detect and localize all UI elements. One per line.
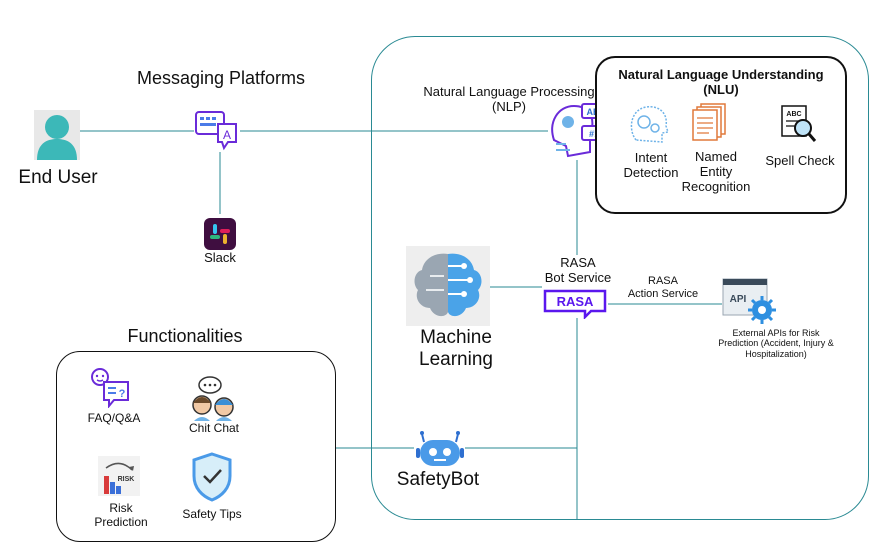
chit-chat-label: Chit Chat [188, 421, 240, 435]
rasa-line2: Bot Service [544, 269, 612, 285]
api-line3: Hospitalization) [745, 348, 807, 359]
nlu-title-line1: Natural Language Understanding [618, 67, 824, 82]
api-badge-text: API [730, 294, 747, 305]
ner-line3: Recognition [681, 178, 751, 194]
risk-prediction-label: Risk Prediction [82, 501, 160, 530]
nlp-label: Natural Language Processing (NLP) [416, 84, 602, 115]
brain-icon [406, 246, 490, 326]
rasa-action-service-label: RASA Action Service [616, 275, 710, 300]
shield-icon [190, 452, 234, 502]
chit-chat-icon [190, 375, 238, 421]
documents-icon [691, 102, 729, 142]
rasa-logo-icon: RASA [543, 289, 607, 321]
safety-tips-label: Safety Tips [182, 507, 242, 521]
faq-label: FAQ/Q&A [87, 411, 141, 425]
ner-line1: Named [695, 149, 737, 164]
action-line2: Action Service [627, 287, 699, 300]
rasa-system-container [371, 36, 869, 520]
ner-label: Named Entity Recognition [676, 149, 756, 195]
slack-icon [204, 218, 236, 250]
intent-detection-label: Intent Detection [615, 150, 687, 181]
messaging-platforms-title: Messaging Platforms [136, 68, 306, 88]
intent-line1: Intent [634, 150, 668, 165]
rasa-bot-service-label: RASA Bot Service [530, 255, 626, 286]
ml-label: Machine Learning [406, 327, 506, 371]
spell-check-label: Spell Check [765, 153, 835, 168]
nlu-title-line2: (NLU) [703, 81, 739, 97]
risk-badge-text: RISK [118, 476, 135, 483]
intent-detection-icon [626, 102, 672, 146]
api-line2: Prediction (Accident, Injury & [718, 338, 834, 349]
safetybot-label: SafetyBot [396, 469, 480, 490]
faq-icon: ? [90, 368, 132, 409]
risk-line1: Risk [109, 501, 133, 515]
spell-check-icon: ABC [778, 104, 818, 144]
nlp-label-line1: Natural Language Processing [423, 84, 595, 99]
ml-line1: Machine [420, 327, 492, 348]
ner-line2: Entity [699, 163, 733, 179]
svg-text:#!: #! [589, 129, 597, 139]
rasa-line1: RASA [560, 255, 596, 270]
risk-icon: RISK [98, 456, 140, 496]
robot-icon [414, 430, 466, 468]
risk-line2: Prediction [94, 514, 148, 529]
svg-text:?: ? [119, 388, 126, 400]
svg-text:AB: AB [587, 107, 600, 117]
user-icon [34, 110, 80, 160]
rasa-logo-text: RASA [557, 294, 594, 309]
api-line1: External APIs for Risk [732, 328, 820, 338]
svg-text:ABC: ABC [786, 111, 801, 118]
api-icon: API [722, 278, 780, 324]
functionalities-box [56, 351, 336, 542]
intent-line2: Detection [623, 164, 679, 180]
ml-line2: Learning [419, 348, 493, 370]
end-user-label: End User [18, 167, 98, 188]
svg-text:A: A [223, 128, 231, 142]
nlp-label-line2: (NLP) [492, 98, 526, 114]
action-line1: RASA [648, 275, 678, 287]
external-api-label: External APIs for Risk Prediction (Accid… [708, 328, 844, 359]
slack-label: Slack [204, 250, 236, 265]
functionalities-title: Functionalities [127, 326, 243, 346]
nlu-title: Natural Language Understanding (NLU) [605, 67, 837, 98]
chat-keyboard-icon: A [194, 110, 240, 152]
